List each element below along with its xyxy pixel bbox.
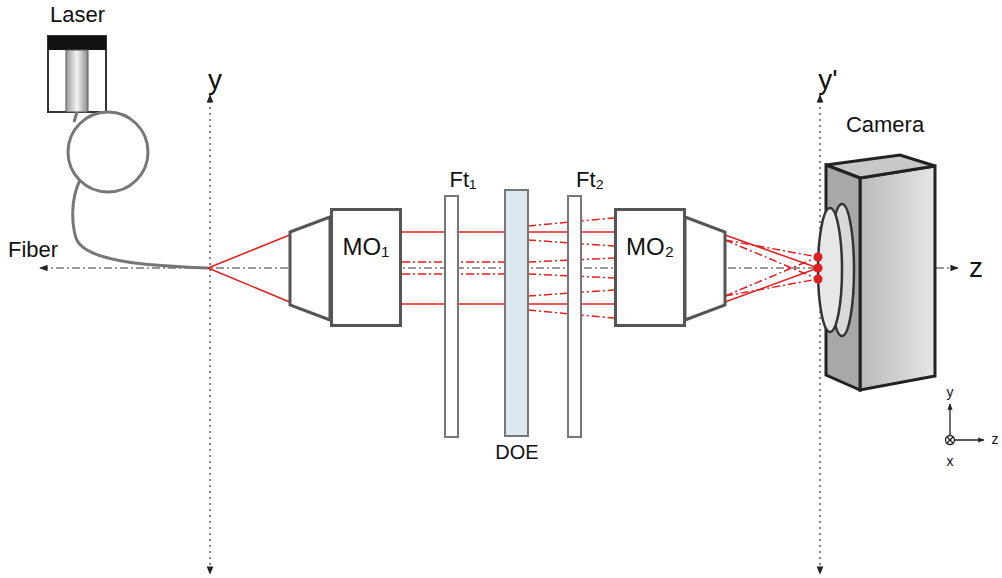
node-text: MO₁ (333, 233, 399, 261)
camera: Camera (830, 112, 940, 392)
y-prime-axis (819, 95, 820, 574)
filter-plate (445, 196, 458, 437)
node-text: MO₂ (617, 233, 683, 261)
y-axis (209, 95, 210, 574)
objective-box: MO₂ (614, 208, 686, 327)
axis-label: z (992, 432, 999, 447)
part-label: DOE (495, 441, 538, 463)
part-label: Fiber (8, 238, 58, 262)
axis-label: y (208, 65, 222, 96)
node-text: Camera (830, 112, 940, 137)
focal-spots (814, 253, 823, 284)
part-label: Ft₁ (450, 168, 477, 192)
objective-box: MO₁ (330, 208, 402, 327)
filter-plate (568, 196, 581, 437)
doe-plate (505, 190, 528, 436)
axis-triad (946, 404, 985, 445)
camera-body (818, 155, 935, 390)
laser-body (48, 36, 106, 112)
laser-source: Laser (40, 2, 115, 114)
part-label: Ft₂ (576, 168, 604, 192)
axis-label: y (947, 385, 954, 400)
objective-nose (290, 217, 330, 320)
axis-label: z (969, 253, 983, 284)
axis-label: x (947, 454, 954, 469)
axis-label: y' (818, 65, 837, 96)
node-text: Laser (40, 2, 115, 27)
fiber (68, 112, 208, 268)
objective-nose (685, 217, 725, 320)
